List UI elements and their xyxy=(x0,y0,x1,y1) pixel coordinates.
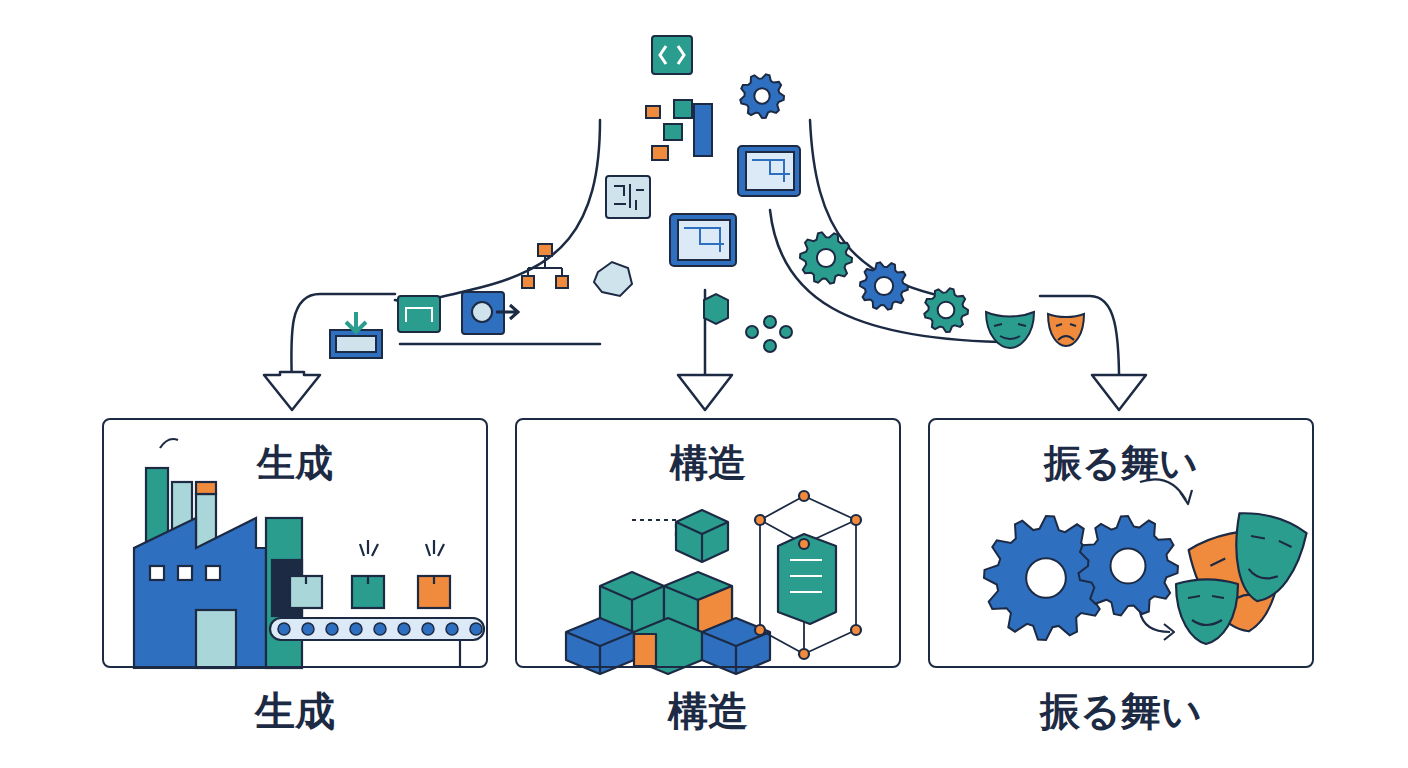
gear-hole xyxy=(938,302,955,319)
conveyor-roller xyxy=(302,623,314,635)
box-caption: 振る舞い xyxy=(890,688,1352,734)
gear-symbol xyxy=(924,288,968,332)
conveyor-roller xyxy=(398,623,410,635)
category-box: 生成生成 xyxy=(102,418,488,668)
conveyor-roller xyxy=(350,623,362,635)
category-box: 振る舞い振る舞い xyxy=(928,418,1314,668)
box-title: 振る舞い xyxy=(930,442,1312,486)
conveyor-roller xyxy=(446,623,458,635)
gear-symbol xyxy=(740,74,784,118)
gear-symbol xyxy=(1079,516,1179,616)
category-box: 構造構造 xyxy=(515,418,901,668)
gear-symbol xyxy=(860,262,908,309)
box-title: 生成 xyxy=(104,442,486,486)
box-caption: 生成 xyxy=(64,688,526,734)
box-title: 構造 xyxy=(517,442,899,486)
conveyor-roller xyxy=(374,623,386,635)
gear-hole xyxy=(1026,558,1066,598)
gear-hole xyxy=(817,249,835,267)
conveyor-roller xyxy=(278,623,290,635)
conveyor-roller xyxy=(422,623,434,635)
gear-hole xyxy=(754,88,769,103)
gear-hole xyxy=(875,277,893,295)
box-caption: 構造 xyxy=(477,688,939,734)
conveyor-roller xyxy=(326,623,338,635)
gear-symbol xyxy=(800,232,852,283)
gear-hole xyxy=(1111,549,1146,584)
conveyor-roller xyxy=(470,623,482,635)
